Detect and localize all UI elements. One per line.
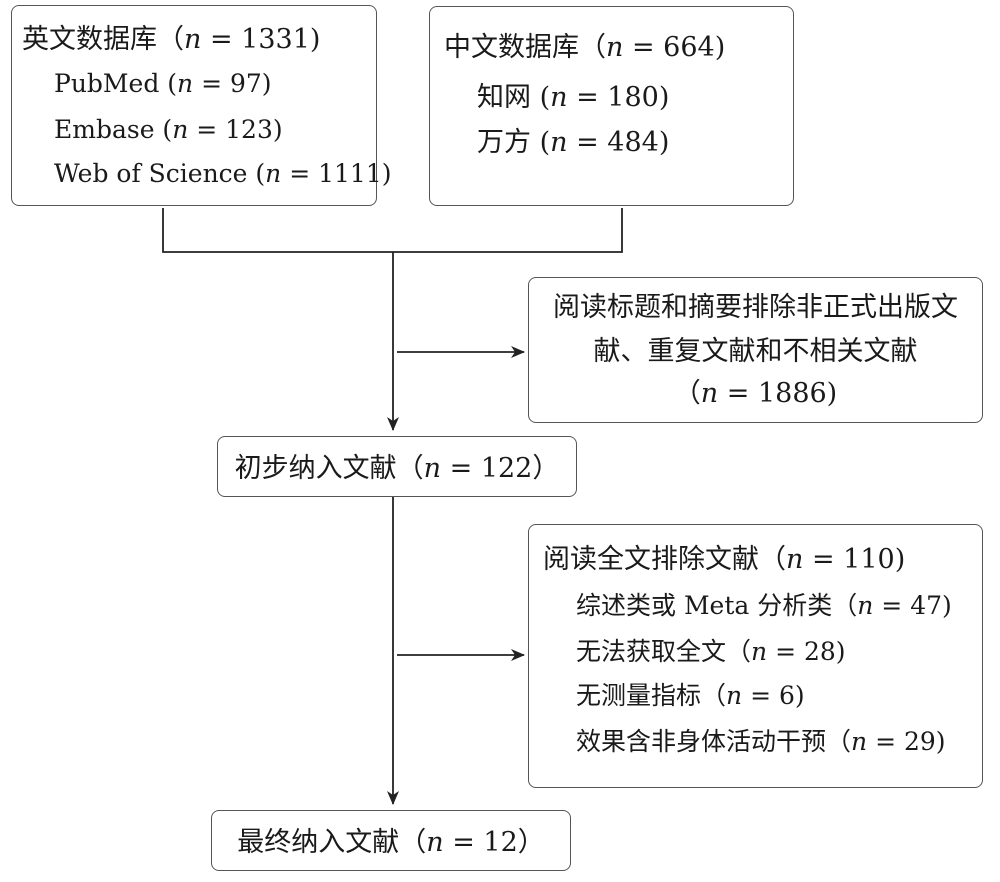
english-db-item-wos: Web of Science (n = 1111) (54, 159, 392, 188)
final-inclusion-label: 最终纳入文献（n = 12） (237, 827, 545, 858)
initial-inclusion-label: 初步纳入文献（n = 122） (234, 453, 560, 484)
exclusion-item-review-meta: 综述类或 Meta 分析类（n = 47) (576, 591, 952, 620)
exclusion-title-abstract-count: （n = 1886) (673, 378, 838, 409)
exclusion-item-no-fulltext: 无法获取全文（n = 28) (576, 637, 846, 666)
chinese-db-item-wanfang: 万方 (n = 484) (477, 127, 670, 158)
initial-inclusion-box: 初步纳入文献（n = 122） (217, 436, 577, 497)
english-database-title: 英文数据库（n = 1331) (22, 24, 321, 55)
exclusion-item-no-measure: 无测量指标（n = 6) (576, 681, 805, 710)
merge-bracket (162, 208, 623, 253)
english-database-box: 英文数据库（n = 1331) PubMed (n = 97) Embase (… (11, 5, 392, 206)
exclusion-title-abstract-line1: 阅读标题和摘要排除非正式出版文 (553, 292, 958, 323)
chinese-db-item-cnki: 知网 (n = 180) (477, 82, 670, 113)
exclusion-item-non-pa: 效果含非身体活动干预（n = 29) (576, 727, 946, 756)
exclusion-title-abstract-line2: 献、重复文献和不相关文献 (593, 336, 918, 367)
exclusion-fulltext-title: 阅读全文排除文献（n = 110) (543, 544, 906, 575)
exclusion-fulltext-box: 阅读全文排除文献（n = 110) 综述类或 Meta 分析类（n = 47) … (528, 524, 983, 788)
english-db-item-embase: Embase (n = 123) (54, 115, 283, 144)
english-db-item-pubmed: PubMed (n = 97) (54, 69, 272, 98)
exclusion-title-abstract-box: 阅读标题和摘要排除非正式出版文 献、重复文献和不相关文献 （n = 1886) (528, 277, 983, 423)
chinese-database-box: 中文数据库（n = 664) 知网 (n = 180) 万方 (n = 484) (429, 6, 794, 206)
chinese-database-title: 中文数据库（n = 664) (444, 32, 726, 63)
final-inclusion-box: 最终纳入文献（n = 12） (211, 810, 571, 871)
